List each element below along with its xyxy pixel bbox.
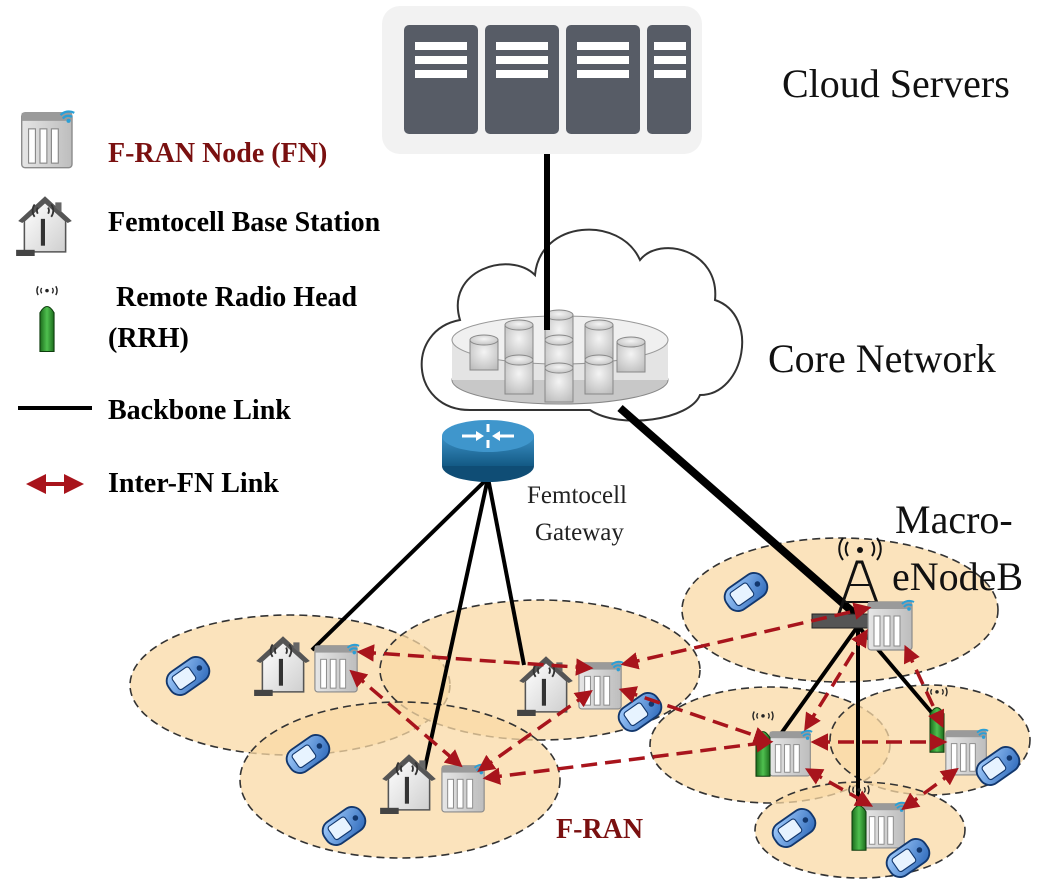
backbone-gw-femto-center bbox=[486, 477, 526, 666]
core-network-label: Core Network bbox=[768, 336, 996, 381]
backbone-gw-femto-left bbox=[310, 476, 490, 652]
femtocell-gateway-router-icon bbox=[442, 420, 534, 482]
backbone-core-macro bbox=[617, 404, 865, 624]
fn-node-icon-rrh-left bbox=[768, 729, 814, 777]
legend-rrh-label-line1: Remote Radio Head bbox=[116, 282, 358, 313]
legend-femtocell-label: Femtocell Base Station bbox=[108, 207, 381, 238]
cloud-servers-label: Cloud Servers bbox=[782, 61, 1010, 106]
server-icon-3 bbox=[566, 25, 640, 134]
fn-node-icon-femto-bottom bbox=[440, 763, 488, 813]
server-icon-4 bbox=[647, 25, 691, 134]
fran-label: F-RAN bbox=[556, 814, 643, 845]
storage-array-icon bbox=[451, 309, 669, 405]
legend-fn-label: F-RAN Node (FN) bbox=[108, 138, 327, 169]
server-icon-2 bbox=[485, 25, 559, 134]
interfn-macro-rrhleft bbox=[804, 629, 868, 731]
femtocell-gateway-label-line2: Gateway bbox=[535, 519, 624, 546]
interfn-center-macro bbox=[620, 602, 872, 670]
legend-backbone-label: Backbone Link bbox=[108, 395, 291, 426]
legend-fn-icon bbox=[20, 110, 76, 169]
femtocell-gateway-label-line1: Femtocell bbox=[527, 482, 627, 509]
interfn-macro-rrhright bbox=[904, 644, 944, 729]
fn-node-icon-rrh-bottom bbox=[862, 801, 908, 849]
legend-rrh-label-line2: (RRH) bbox=[108, 323, 189, 354]
interfn-left-center bbox=[356, 644, 594, 676]
legend-interfn-label: Inter-FN Link bbox=[108, 468, 279, 499]
inter-fn-links bbox=[349, 602, 959, 811]
interfn-rrhright-rrhbottom bbox=[901, 767, 959, 811]
server-icon-1 bbox=[404, 25, 478, 134]
legend-rrh-icon bbox=[36, 285, 58, 353]
fn-node-icon-femto-left bbox=[313, 643, 361, 693]
interfn-rrhleft-rrhbottom bbox=[804, 768, 874, 807]
interfn-center-rrhleft bbox=[618, 686, 772, 744]
fn-node-icon-macro bbox=[867, 599, 915, 651]
cloud-servers bbox=[382, 6, 702, 154]
macro-enodeb-label-line1: Macro- bbox=[895, 497, 1013, 542]
legend-femtocell-icon bbox=[15, 195, 73, 256]
legend: F-RAN Node (FN) Femtocell Base Station R… bbox=[15, 110, 381, 499]
macro-enodeb-label-line2: eNodeB bbox=[892, 554, 1023, 599]
